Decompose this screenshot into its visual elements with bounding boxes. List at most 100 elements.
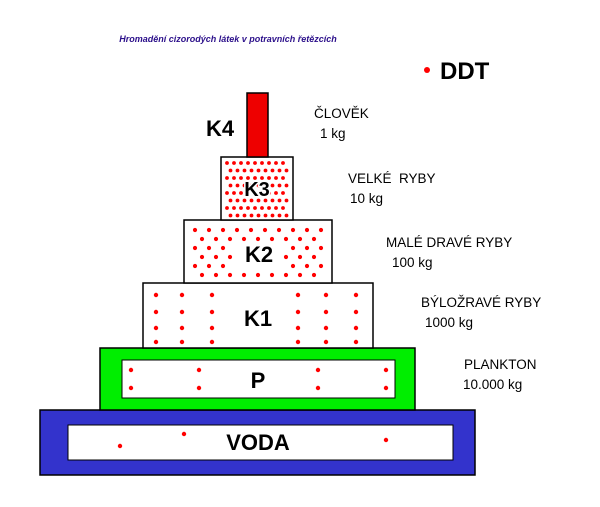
- ddt-dot: [304, 227, 310, 233]
- tier-voda-inner: [67, 424, 454, 461]
- ddt-dot: [228, 183, 233, 188]
- ddt-dot: [228, 168, 233, 173]
- ddt-dot: [192, 245, 198, 251]
- tier-k1-dots: [153, 292, 359, 345]
- ddt-dot: [246, 161, 250, 165]
- ddt-dot: [256, 183, 261, 188]
- ddt-dot: [227, 272, 233, 278]
- ddt-dot: [281, 206, 285, 210]
- ddt-dot: [253, 191, 257, 195]
- ddt-dot: [260, 206, 264, 210]
- ddt-dot: [353, 309, 359, 315]
- ddt-dot: [128, 385, 134, 391]
- ddt-dot: [290, 227, 296, 233]
- ddt-dot: [267, 206, 271, 210]
- ddt-dot: [315, 385, 321, 391]
- ddt-dot: [209, 292, 215, 298]
- ddt-dot: [153, 339, 159, 345]
- label-p: PLANKTON 10.000 kg: [463, 357, 537, 392]
- ddt-dot: [297, 236, 303, 242]
- ddt-dot: [323, 292, 329, 298]
- tier-k1-code: K1: [244, 306, 272, 331]
- tier-k2-dots: [192, 227, 324, 278]
- ddt-dot: [315, 367, 321, 373]
- ddt-dot: [284, 198, 289, 203]
- label-p-mass: 10.000 kg: [463, 377, 522, 392]
- ddt-dot: [199, 236, 205, 242]
- tier-k4-bar: [246, 92, 269, 158]
- ddt-dot: [290, 263, 296, 269]
- ddt-dot: [256, 168, 261, 173]
- ddt-dot: [311, 254, 317, 260]
- ddt-dot: [199, 272, 205, 278]
- ddt-dot: [235, 183, 240, 188]
- ddt-dot: [318, 263, 324, 269]
- label-k4-mass: 1 kg: [320, 126, 346, 141]
- ddt-dot: [255, 272, 261, 278]
- ddt-dot: [249, 168, 254, 173]
- label-k4-organism: ČLOVĚK: [314, 106, 369, 121]
- legend-ddt-label: DDT: [440, 58, 490, 85]
- label-k3: VELKÉ RYBY 10 kg: [348, 171, 436, 206]
- ddt-dot: [263, 198, 268, 203]
- ddt-dot: [283, 254, 289, 260]
- tier-k1-box: [142, 282, 374, 349]
- ddt-dot: [181, 431, 187, 437]
- ddt-dot: [260, 176, 264, 180]
- ddt-dot: [383, 367, 389, 373]
- ddt-dot: [239, 176, 243, 180]
- ddt-dot: [283, 272, 289, 278]
- diagram-title: Hromadění cizorodých látek v potravních …: [119, 34, 337, 44]
- ddt-dot: [267, 191, 271, 195]
- ddt-dot: [255, 236, 261, 242]
- ddt-dot: [295, 292, 301, 298]
- ddt-dot: [353, 292, 359, 298]
- ddt-dot: [274, 161, 278, 165]
- ddt-dot: [235, 213, 240, 218]
- tier-k3-dots: [225, 161, 289, 218]
- ddt-dot: [295, 339, 301, 345]
- tier-k2-code: K2: [245, 242, 273, 267]
- ddt-dot: [323, 325, 329, 331]
- label-k1-organism: BÝLOŽRAVÉ RYBY: [421, 295, 541, 310]
- ddt-dot: [253, 161, 257, 165]
- ddt-dot: [318, 245, 324, 251]
- ddt-dot: [192, 263, 198, 269]
- tier-plankton-inner: [121, 359, 396, 399]
- ddt-dot: [283, 236, 289, 242]
- tier-plankton-code: P: [251, 368, 266, 393]
- tier-k4-code: K4: [206, 116, 235, 141]
- ddt-dot: [242, 213, 247, 218]
- ddt-dot: [383, 437, 389, 443]
- ddt-dot: [206, 245, 212, 251]
- ddt-dot: [311, 272, 317, 278]
- tier-k3-code: K3: [244, 179, 270, 201]
- ddt-dot: [267, 176, 271, 180]
- ddt-dot: [196, 367, 202, 373]
- ddt-dot: [274, 176, 278, 180]
- ddt-dot: [242, 198, 247, 203]
- label-k4: ČLOVĚK 1 kg: [314, 106, 369, 141]
- ddt-dot: [196, 385, 202, 391]
- ddt-dot: [209, 309, 215, 315]
- label-k1: BÝLOŽRAVÉ RYBY 1000 kg: [421, 295, 541, 330]
- ddt-dot: [270, 198, 275, 203]
- ddt-dot: [239, 161, 243, 165]
- ddt-dot: [269, 272, 275, 278]
- ddt-dot: [297, 254, 303, 260]
- ddt-dot: [213, 254, 219, 260]
- ddt-dot: [153, 309, 159, 315]
- ddt-dot: [263, 183, 268, 188]
- ddt-dot: [277, 213, 282, 218]
- tier-plankton-dots: [128, 367, 389, 391]
- ddt-dot: [249, 213, 254, 218]
- ddt-dot: [232, 191, 236, 195]
- ddt-dot: [235, 168, 240, 173]
- ddt-dot: [225, 176, 229, 180]
- label-k3-mass: 10 kg: [350, 191, 383, 206]
- ddt-dot: [179, 309, 185, 315]
- tier-voda-dots: [117, 431, 389, 449]
- ddt-dot: [242, 183, 247, 188]
- ddt-dot: [274, 206, 278, 210]
- ddt-dot: [263, 168, 268, 173]
